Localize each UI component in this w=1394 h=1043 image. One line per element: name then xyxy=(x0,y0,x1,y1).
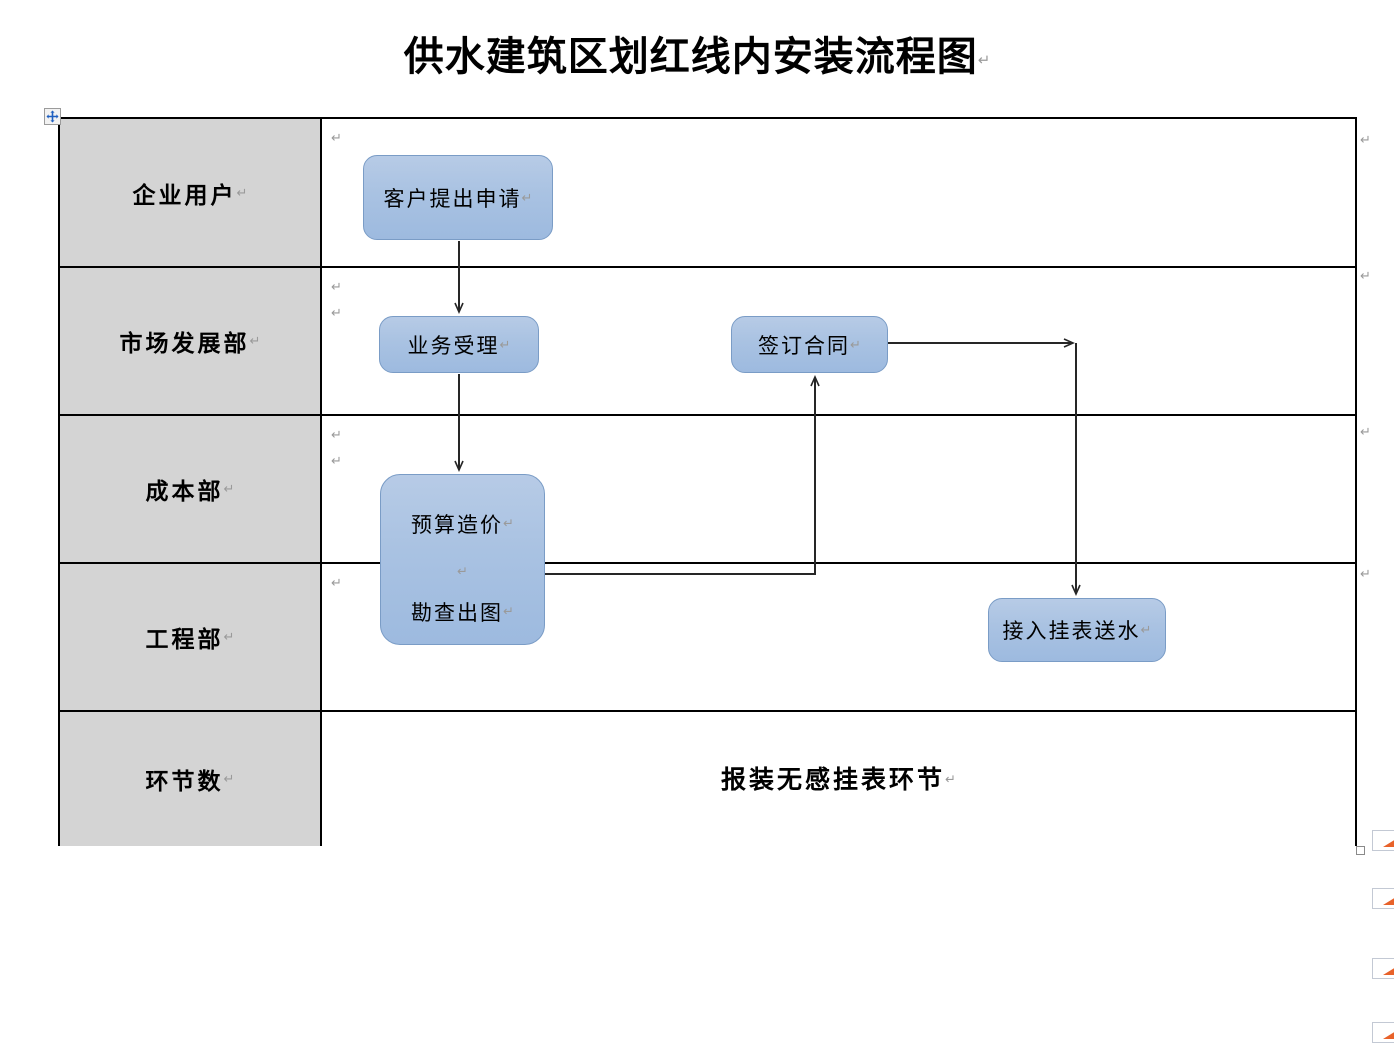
flowchart-table: 企业用户↵ ↵ 市场发展部↵ ↵ ↵ 成本部↵ ↵ ↵ xyxy=(58,117,1357,846)
row-label-cell: 工程部↵ xyxy=(60,564,322,710)
broken-image-placeholder xyxy=(1372,958,1394,979)
paragraph-mark-icon: ↵ xyxy=(503,515,514,531)
paragraph-mark-icon: ↵ xyxy=(457,563,468,579)
paragraph-mark-icon: ↵ xyxy=(331,427,342,442)
row-label-cell: 环节数↵ xyxy=(60,712,322,846)
cell-paragraph-marks: ↵ ↵ xyxy=(331,422,342,474)
table-row: 成本部↵ ↵ ↵ xyxy=(60,416,1355,564)
box-label: 签订合同 xyxy=(758,333,851,358)
paragraph-mark-icon: ↵ xyxy=(331,453,342,468)
paragraph-mark-icon: ↵ xyxy=(223,629,235,644)
paragraph-mark-icon: ↵ xyxy=(499,336,511,352)
box-label: 接入挂表送水 xyxy=(1002,619,1141,643)
box-label-survey-text: 勘查出图 xyxy=(411,601,504,625)
broken-image-placeholder xyxy=(1372,888,1394,909)
paragraph-mark-icon: ↵ xyxy=(249,333,261,348)
paragraph-mark-icon: ↵ xyxy=(331,305,342,320)
paragraph-mark-icon: ↵ xyxy=(331,575,342,590)
paragraph-mark-icon: ↵ xyxy=(331,130,342,145)
row-label-cell: 企业用户↵ xyxy=(60,119,322,266)
paragraph-mark-icon: ↵ xyxy=(223,481,235,496)
row-label-text: 企业用户 xyxy=(132,182,237,208)
page-title: 供水建筑区划红线内安装流程图↵ xyxy=(0,24,1394,82)
margin-paragraph-mark: ↵ xyxy=(1360,424,1371,439)
paragraph-mark-icon: ↵ xyxy=(850,336,861,352)
box-customer-apply[interactable]: 客户提出申请↵ xyxy=(363,155,553,240)
table-row: 环节数↵ 报装无感挂表环节↵ xyxy=(60,712,1355,846)
margin-paragraph-mark: ↵ xyxy=(1360,566,1371,581)
box-business-accept[interactable]: 业务受理↵ xyxy=(379,316,539,373)
box-connect-meter[interactable]: 接入挂表送水↵ xyxy=(988,598,1166,662)
paragraph-mark-icon: ↵ xyxy=(223,771,235,786)
box-label: 客户提出申请 xyxy=(383,186,522,211)
paragraph-mark-icon: ↵ xyxy=(945,771,956,787)
paragraph-mark-icon: ↵ xyxy=(331,279,342,294)
table-resize-handle[interactable] xyxy=(1356,846,1365,855)
box-middle-paragraph-mark: ↵ xyxy=(381,561,544,586)
paragraph-mark-icon: ↵ xyxy=(236,184,248,200)
move-cross-icon xyxy=(46,110,59,123)
cell-paragraph-marks: ↵ xyxy=(331,570,342,596)
margin-paragraph-mark: ↵ xyxy=(1360,268,1371,283)
paragraph-mark-icon: ↵ xyxy=(503,603,514,619)
row-label-text: 市场发展部 xyxy=(119,331,250,356)
box-sign-contract[interactable]: 签订合同↵ xyxy=(731,316,888,373)
table-move-handle[interactable] xyxy=(44,108,61,125)
table-row: 企业用户↵ ↵ xyxy=(60,119,1355,268)
table-row: 市场发展部↵ ↵ ↵ xyxy=(60,268,1355,416)
box-label-budget: 预算造价↵ xyxy=(381,509,544,539)
summary-text-value: 报装无感挂表环节 xyxy=(721,767,946,794)
cell-paragraph-marks: ↵ ↵ xyxy=(331,274,342,326)
box-label-survey: 勘查出图↵ xyxy=(381,597,544,627)
paragraph-mark-icon: ↵ xyxy=(1140,622,1152,637)
broken-image-placeholder xyxy=(1372,1022,1394,1043)
page-title-text: 供水建筑区划红线内安装流程图 xyxy=(403,34,978,79)
summary-text: 报装无感挂表环节↵ xyxy=(322,760,1355,796)
row-label-text: 成本部 xyxy=(145,479,224,504)
broken-image-placeholder xyxy=(1372,830,1394,851)
row-content-cell: 报装无感挂表环节↵ xyxy=(322,712,1355,846)
paragraph-mark-icon: ↵ xyxy=(521,189,533,205)
row-label-text: 工程部 xyxy=(145,627,224,652)
row-label-text: 环节数 xyxy=(145,769,224,794)
row-label-cell: 市场发展部↵ xyxy=(60,268,322,414)
margin-paragraph-mark: ↵ xyxy=(1360,132,1371,147)
box-budget-survey[interactable]: 预算造价↵ ↵ 勘查出图↵ xyxy=(380,474,545,645)
cell-paragraph-marks: ↵ xyxy=(331,125,342,151)
box-label-budget-text: 预算造价 xyxy=(411,513,504,537)
box-label: 业务受理 xyxy=(407,333,500,358)
row-label-cell: 成本部↵ xyxy=(60,416,322,562)
paragraph-mark-icon: ↵ xyxy=(977,51,991,69)
